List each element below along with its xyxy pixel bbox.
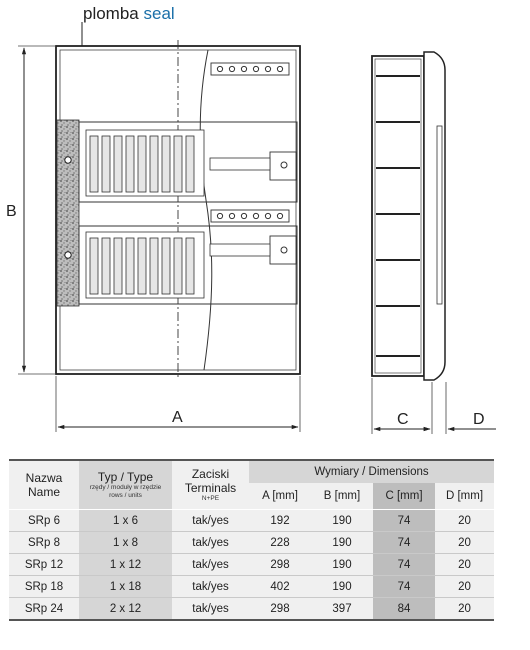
cell-b: 190 xyxy=(311,509,373,532)
cell-d: 20 xyxy=(435,575,494,598)
col-header-name: Nazwa Name xyxy=(9,459,79,510)
seal-label: seal xyxy=(144,4,175,23)
seal-strip xyxy=(56,119,80,307)
cell-d: 20 xyxy=(435,597,494,621)
cell-type: 1 x 6 xyxy=(79,509,172,532)
dimension-A-label: A xyxy=(172,409,183,426)
dimension-B-label: B xyxy=(6,203,17,220)
technical-drawing: plomba seal xyxy=(6,4,496,434)
cell-a: 298 xyxy=(249,597,311,621)
cell-type: 1 x 8 xyxy=(79,531,172,554)
front-view xyxy=(55,40,301,380)
cell-terminals: tak/yes xyxy=(172,509,249,532)
cell-name: SRp 18 xyxy=(9,575,79,598)
dimension-C-label: C xyxy=(397,411,409,428)
col-header-dimensions: Wymiary / Dimensions xyxy=(249,459,494,483)
cell-c: 74 xyxy=(373,553,435,576)
seal-screw-bottom xyxy=(64,251,72,259)
dimension-B xyxy=(18,45,56,375)
cell-type: 1 x 12 xyxy=(79,553,172,576)
cell-d: 20 xyxy=(435,553,494,576)
seal-screw-top xyxy=(64,156,72,164)
cell-name: SRp 6 xyxy=(9,509,79,532)
cell-b: 190 xyxy=(311,575,373,598)
col-header-b: B [mm] xyxy=(311,483,373,510)
cell-terminals: tak/yes xyxy=(172,575,249,598)
cell-d: 20 xyxy=(435,531,494,554)
module-row-2 xyxy=(78,225,298,305)
plomba-label: plomba seal xyxy=(83,4,175,23)
side-view xyxy=(371,51,446,381)
col-header-d: D [mm] xyxy=(435,483,494,510)
cell-b: 190 xyxy=(311,531,373,554)
col-header-type: Typ / Type rzędy / moduły w rzędzie rows… xyxy=(79,459,172,510)
cell-terminals: tak/yes xyxy=(172,553,249,576)
terminal-strip-top xyxy=(210,62,290,76)
cell-terminals: tak/yes xyxy=(172,531,249,554)
cell-a: 228 xyxy=(249,531,311,554)
cell-name: SRp 12 xyxy=(9,553,79,576)
dimension-A xyxy=(55,376,301,432)
cell-a: 402 xyxy=(249,575,311,598)
dimension-D-label: D xyxy=(473,411,485,428)
cell-terminals: tak/yes xyxy=(172,597,249,621)
cell-a: 298 xyxy=(249,553,311,576)
cell-name: SRp 24 xyxy=(9,597,79,621)
terminal-strip-middle xyxy=(210,209,290,223)
cell-name: SRp 8 xyxy=(9,531,79,554)
cell-c: 74 xyxy=(373,575,435,598)
specification-table: Nazwa Name Typ / Type rzędy / moduły w r… xyxy=(9,459,494,621)
cell-type: 2 x 12 xyxy=(79,597,172,621)
col-header-a: A [mm] xyxy=(249,483,311,510)
cell-a: 192 xyxy=(249,509,311,532)
cell-d: 20 xyxy=(435,509,494,532)
col-header-c: C [mm] xyxy=(373,483,435,510)
cell-type: 1 x 18 xyxy=(79,575,172,598)
cell-b: 190 xyxy=(311,553,373,576)
cell-b: 397 xyxy=(311,597,373,621)
cell-c: 74 xyxy=(373,531,435,554)
col-header-terminals: Zaciski Terminals N+PE xyxy=(172,459,249,510)
door-cut-line xyxy=(199,49,213,371)
cell-c: 74 xyxy=(373,509,435,532)
module-row-1 xyxy=(78,121,298,203)
cell-c: 84 xyxy=(373,597,435,621)
dimension-D xyxy=(418,382,496,434)
